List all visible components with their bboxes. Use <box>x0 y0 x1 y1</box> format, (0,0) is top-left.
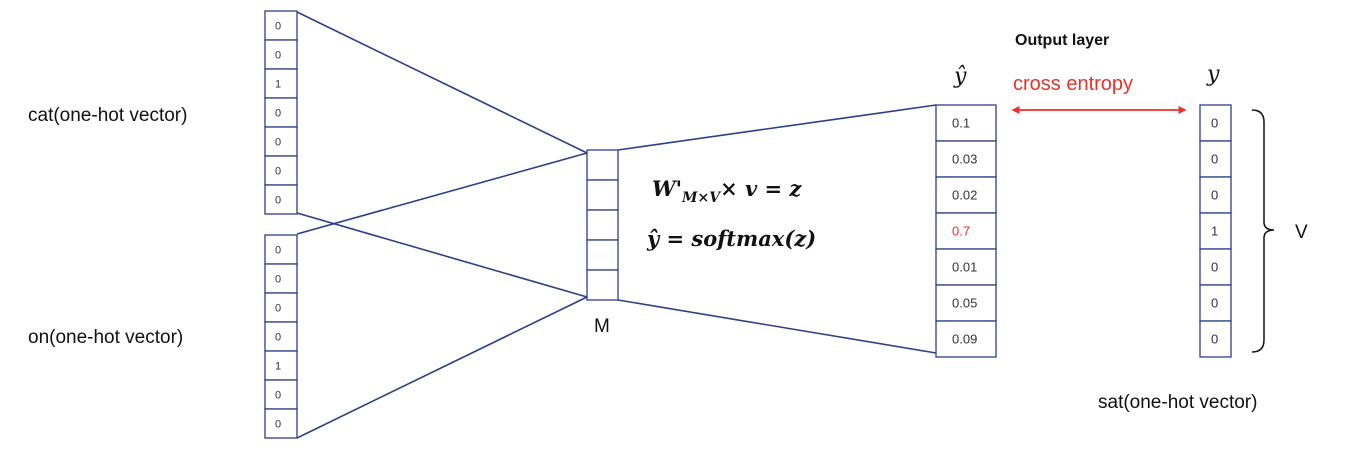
connection-lines <box>296 11 937 439</box>
formula-linear: W'M×V× v = z <box>652 176 802 206</box>
y-hat-output-vector: 0.1 0.03 0.02 0.7 0.01 0.05 0.09 <box>935 104 997 358</box>
output-layer-title: Output layer <box>1015 32 1109 49</box>
y-hat-vector-cell <box>935 248 997 286</box>
cat-vector-value: 0 <box>275 165 281 177</box>
y-vector-value: 0 <box>1211 296 1218 311</box>
y-vector-cell <box>1199 284 1232 322</box>
cat-vector-value: 0 <box>275 107 281 119</box>
formula-w-prime: W' <box>652 176 682 201</box>
y-vector-cell <box>1199 212 1232 250</box>
vocab-size-label: V <box>1295 222 1308 243</box>
y-vector-cell <box>1199 176 1232 214</box>
y-vector-cell <box>1199 320 1232 358</box>
cat-vector-value: 0 <box>275 20 281 32</box>
y-hat-vector-value: 0.03 <box>952 152 977 167</box>
cross-entropy-label: cross entropy <box>1013 73 1133 95</box>
cat-vector-value: 1 <box>275 78 281 90</box>
on-to-hidden-bottom <box>296 296 588 439</box>
cat-label: cat(one-hot vector) <box>28 105 187 126</box>
on-vector-cell <box>264 379 298 410</box>
cat-vector-value: 0 <box>275 194 281 206</box>
hidden-to-output-top <box>617 104 937 151</box>
cat-vector-cell <box>264 126 298 157</box>
on-vector-value: 0 <box>275 244 281 256</box>
y-vector-value: 0 <box>1211 260 1218 275</box>
y-hat-vector-cell <box>935 176 997 214</box>
y-hat-vector-cell <box>935 140 997 178</box>
y-hat-vector-value: 0.7 <box>952 224 970 239</box>
hidden-vector-cell <box>586 209 619 241</box>
on-label: on(one-hot vector) <box>28 327 183 348</box>
y-hat-vector-value: 0.02 <box>952 188 977 203</box>
y-vector-value: 1 <box>1211 224 1218 239</box>
formula-softmax: ŷ = softmax(z) <box>646 226 816 251</box>
y-vector-cell <box>1199 104 1232 142</box>
y-hat-vector-value: 0.01 <box>952 260 977 275</box>
on-input-vector: 0 0 0 0 1 0 0 <box>264 234 298 439</box>
cat-vector-cell <box>264 184 298 215</box>
on-vector-value: 0 <box>275 331 281 343</box>
y-hat-symbol: ŷ <box>953 64 967 89</box>
on-vector-cell <box>264 292 298 323</box>
on-vector-value: 1 <box>275 360 281 372</box>
on-vector-value: 0 <box>275 389 281 401</box>
on-vector-cell <box>264 234 298 265</box>
on-vector-value: 0 <box>275 273 281 285</box>
hidden-vector-cell <box>586 269 619 301</box>
cat-vector-cell <box>264 155 298 186</box>
y-hat-vector-cell <box>935 320 997 358</box>
vocab-brace <box>1251 109 1275 353</box>
y-target-vector: 0 0 0 1 0 0 0 <box>1199 104 1232 358</box>
sat-label: sat(one-hot vector) <box>1098 392 1257 413</box>
formula-subscript: M×V <box>681 190 722 206</box>
y-hat-vector-value: 0.09 <box>952 332 977 347</box>
y-hat-vector-cell <box>935 284 997 322</box>
hidden-layer-vector <box>586 149 619 301</box>
on-vector-cell <box>264 350 298 381</box>
cat-to-hidden-bottom <box>296 212 588 298</box>
y-hat-vector-value: 0.05 <box>952 296 977 311</box>
y-vector-value: 0 <box>1211 332 1218 347</box>
y-hat-vector-cell <box>935 212 997 250</box>
on-vector-cell <box>264 408 298 439</box>
cat-to-hidden-top <box>296 11 588 154</box>
y-hat-vector-value: 0.1 <box>952 116 970 131</box>
y-vector-cell <box>1199 140 1232 178</box>
hidden-vector-cell <box>586 239 619 271</box>
y-hat-vector-cell <box>935 104 997 142</box>
cat-vector-cell <box>264 68 298 99</box>
y-vector-value: 0 <box>1211 152 1218 167</box>
y-vector-value: 0 <box>1211 116 1218 131</box>
on-vector-value: 0 <box>275 418 281 430</box>
cat-vector-cell <box>264 39 298 70</box>
cat-vector-value: 0 <box>275 49 281 61</box>
cat-vector-value: 0 <box>275 136 281 148</box>
y-vector-value: 0 <box>1211 188 1218 203</box>
hidden-vector-cell <box>586 179 619 211</box>
hidden-size-label: M <box>594 316 610 337</box>
on-to-hidden-top <box>296 152 588 235</box>
hidden-vector-cell <box>586 149 619 181</box>
y-symbol: y <box>1206 62 1220 87</box>
hidden-to-output-bottom <box>617 299 937 354</box>
on-vector-value: 0 <box>275 302 281 314</box>
cat-input-vector: 0 0 1 0 0 0 0 <box>264 10 298 215</box>
formula-rest: × v = z <box>720 176 802 201</box>
